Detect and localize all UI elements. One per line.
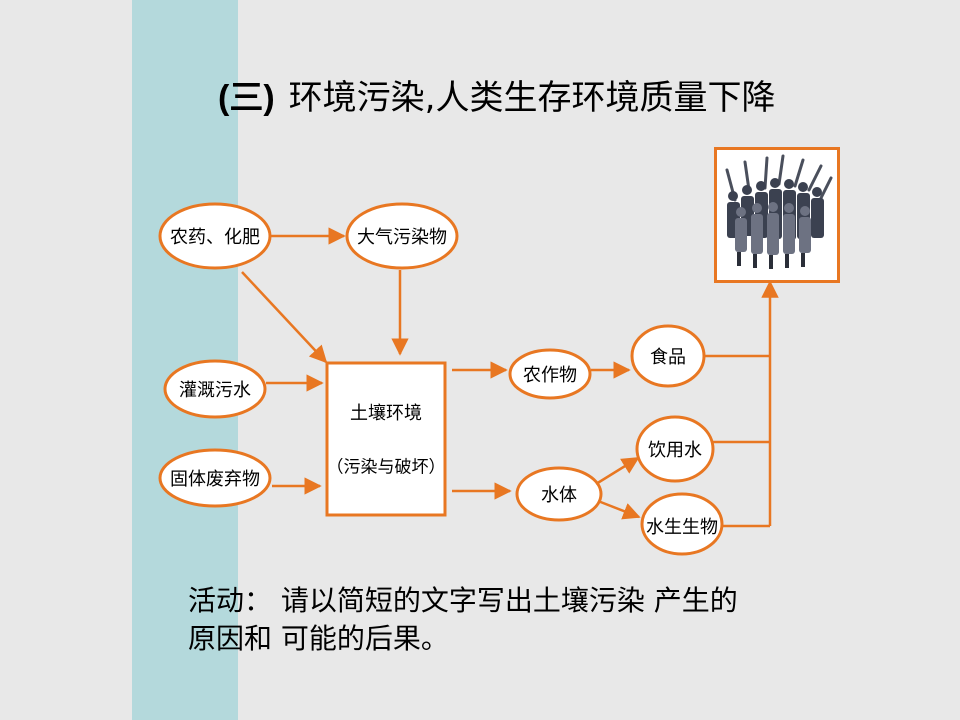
node-soil-title: 土壤环境 [350,403,422,424]
activity-line-2: 原因和 可能的后果。 [188,622,449,655]
node-water-body-ellipse [515,466,603,522]
node-air-pollutant-label: 大气污染物 [357,227,447,248]
activity-prompt: 活动： 请以简短的文字写出土壤污染 产生的 原因和 可能的后果。 [188,582,848,658]
title-text: 环境污染,人类生存环境质量下降 [288,78,776,118]
node-crops-ellipse [508,348,592,400]
people-photo [714,147,840,283]
node-water-body-label: 水体 [541,485,577,506]
people-crowd-icon [725,154,833,269]
title-number: (三) [218,79,275,117]
node-soil-subtitle: （污染与破坏） [326,457,446,478]
node-aquatic-life-label: 水生生物 [646,517,718,538]
arrow-pesticide-to-soil [241,271,328,364]
node-drinking-water-ellipse [635,415,715,483]
node-soil-box [325,361,447,517]
node-crops-label: 农作物 [523,365,577,386]
node-food-label: 食品 [650,347,686,368]
node-solid-waste-ellipse [158,448,272,508]
node-irrigation-ellipse [163,359,267,419]
node-air-pollutant-ellipse [345,202,459,270]
node-drinking-water-label: 饮用水 [648,440,702,461]
node-irrigation-label: 灌溉污水 [179,380,251,401]
node-solid-waste-label: 固体废弃物 [170,469,260,490]
node-pesticide-label: 农药、化肥 [170,227,260,248]
page-title: (三) 环境污染,人类生存环境质量下降 [218,70,775,119]
arrow-water-to-aquatic [597,499,641,520]
node-aquatic-life-ellipse [640,492,724,556]
arrow-water-to-drinking [595,456,640,486]
activity-line-1: 活动： 请以简短的文字写出土壤污染 产生的 [188,584,738,617]
